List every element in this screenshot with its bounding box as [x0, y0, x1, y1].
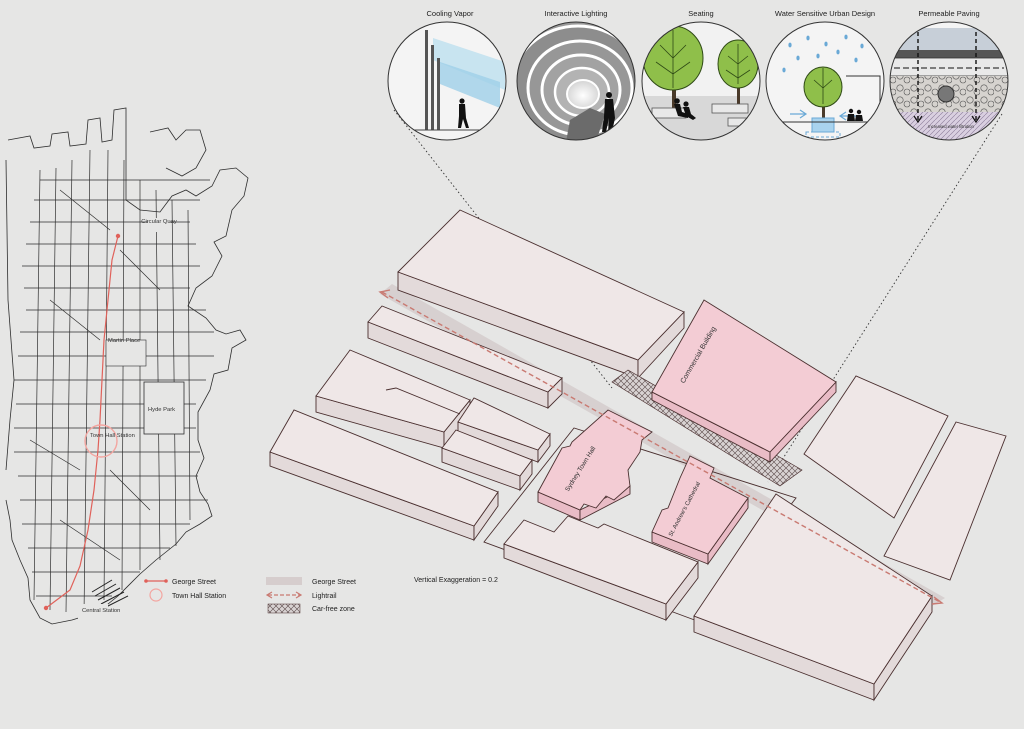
- block-north-large: [397, 209, 685, 380]
- locator-map: Circular Quay Martin Place Hyde Park Tow…: [5, 107, 249, 625]
- callout-line-right: [767, 113, 1003, 483]
- paving-note: Increased water filtration: [928, 124, 974, 129]
- block-west-small-1: [457, 397, 551, 464]
- vignette-caption-seating: Seating: [688, 9, 713, 18]
- block-southwest-long: [269, 409, 499, 542]
- block-north-thin: [367, 305, 563, 410]
- map-label-circular-quay: Circular Quay: [141, 219, 177, 225]
- block-east-2: [883, 421, 1007, 581]
- map-legend: George Street Town Hall Station: [144, 579, 226, 602]
- george-street-route: [45, 235, 119, 609]
- vignette-caption-wsud: Water Sensitive Urban Design: [775, 9, 875, 18]
- town-hall-station-marker: [84, 424, 118, 458]
- legend-swatch-car-free: [267, 603, 301, 614]
- block-east-1: [803, 375, 949, 519]
- vignette-permeable-paving: Permeable Paving Increased water filtrat…: [889, 9, 1009, 141]
- vignette-caption-cooling: Cooling Vapor: [427, 9, 474, 18]
- lightrail-arrow-north: [378, 289, 391, 299]
- legend-george-street-line: George Street: [172, 579, 216, 586]
- vignette-seating: Seating: [641, 9, 761, 141]
- building-sydney-town-hall: Sydney Town Hall: [537, 409, 653, 521]
- block-west-small-2: [441, 429, 533, 492]
- block-west-notched: [315, 349, 471, 450]
- lightrail-arrow-south: [931, 596, 944, 605]
- vignette-cooling-vapor: Cooling Vapor: [387, 9, 507, 141]
- lightrail-line: [381, 291, 941, 603]
- block-south-lower: [503, 515, 699, 622]
- vignette-caption-lighting: Interactive Lighting: [545, 9, 608, 18]
- legend-car-free: Car-free zone: [312, 606, 355, 613]
- legend-lightrail: Lightrail: [312, 593, 337, 600]
- map-label-town-hall: Town Hall Station: [90, 433, 135, 439]
- route-start-dot: [115, 233, 121, 239]
- axonometric-model: Sydney Town Hall St. Andrew's Cathedral …: [269, 209, 1007, 702]
- vignette-wsud: Water Sensitive Urban Design: [765, 9, 885, 141]
- map-label-martin-place: Martin Place: [108, 338, 140, 344]
- legend-town-hall-station: Town Hall Station: [172, 593, 226, 600]
- axon-legend: George Street Lightrail Car-free zone Ve…: [265, 577, 498, 614]
- vertical-exaggeration-note: Vertical Exaggeration = 0.2: [414, 577, 498, 584]
- map-label-central: Central Station: [82, 608, 120, 614]
- legend-george-street-area: George Street: [312, 579, 356, 586]
- building-commercial: Commercial Building: [651, 299, 837, 464]
- route-end-dot: [43, 605, 49, 611]
- block-southeast-large: [693, 493, 933, 702]
- legend-swatch-george-street: [266, 577, 302, 585]
- building-st-andrews-cathedral: St. Andrew's Cathedral: [651, 455, 749, 566]
- vignette-caption-paving: Permeable Paving: [918, 9, 979, 18]
- map-label-hyde-park: Hyde Park: [148, 407, 175, 413]
- vignette-interactive-lighting: Interactive Lighting: [516, 9, 636, 141]
